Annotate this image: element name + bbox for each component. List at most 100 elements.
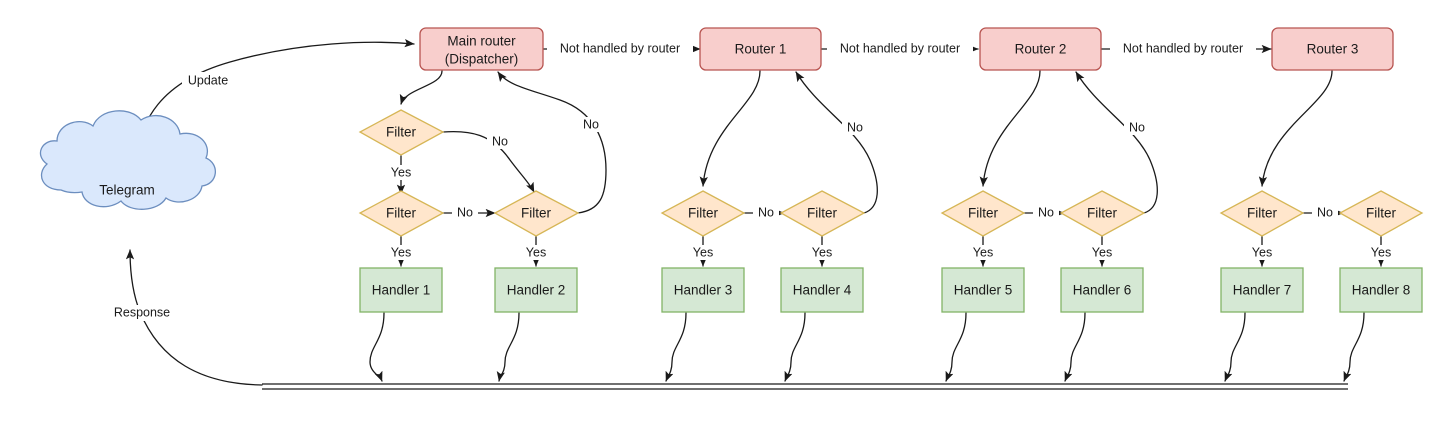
filter-e-diamond — [779, 190, 866, 237]
filter-j-diamond — [1338, 190, 1424, 237]
handler-5-node[interactable]: Handler 5 — [941, 267, 1025, 313]
filter-e-node[interactable]: Filter — [779, 190, 866, 237]
no-3-label: No — [457, 205, 473, 219]
router-1-label: Router 1 — [735, 42, 787, 57]
handler-6-node[interactable]: Handler 6 — [1060, 267, 1144, 313]
handler-2-box — [494, 267, 578, 313]
no-5-label: No — [847, 120, 863, 134]
filter-i-node[interactable]: Filter — [1219, 190, 1305, 237]
yes-4-bg — [687, 245, 719, 260]
filter-g-diamond — [1059, 190, 1146, 237]
edge-router1-to-filter-d — [699, 70, 761, 187]
not-handled-3-bg — [1110, 41, 1256, 57]
handler-1-node[interactable]: Handler 1 — [359, 267, 443, 313]
edge-handler4-to-collector — [784, 312, 806, 382]
no-4-label: No — [758, 205, 774, 219]
yes-1-bg — [385, 165, 417, 180]
filter-j-node[interactable]: Filter — [1338, 190, 1424, 237]
edge-response — [125, 249, 263, 386]
filter-b-node[interactable]: Filter — [358, 190, 445, 237]
handler-3-box — [661, 267, 745, 313]
handler-6-label: Handler 6 — [1073, 283, 1132, 298]
yes-9-label: Yes — [1371, 245, 1391, 259]
edge-handler3-to-collector — [665, 312, 687, 382]
handler-3-label: Handler 3 — [674, 283, 733, 298]
filter-f-node[interactable]: Filter — [940, 190, 1026, 237]
yes-8-bg — [1246, 245, 1278, 260]
cloud-shape — [39, 110, 216, 210]
yes-7-label: Yes — [1092, 245, 1112, 259]
no-3-bg — [452, 205, 478, 220]
router-3-node[interactable]: Router 3 — [1271, 27, 1394, 71]
edge-main-to-filter-a — [399, 70, 443, 105]
filter-d-label: Filter — [688, 206, 719, 221]
telegram-cloud-node[interactable]: Telegram — [39, 110, 216, 210]
filter-a-node[interactable]: Filter — [358, 109, 445, 156]
edge-filter-c-no-to-main — [497, 71, 607, 214]
filter-b-diamond — [358, 190, 445, 237]
handler-8-label: Handler 8 — [1352, 283, 1411, 298]
handler-6-box — [1060, 267, 1144, 313]
no-8-label: No — [1317, 205, 1333, 219]
edge-router2-to-filter-f — [979, 70, 1041, 187]
edge-handler5-to-collector — [945, 312, 967, 382]
router-2-node[interactable]: Router 2 — [979, 27, 1102, 71]
yes-5-bg — [806, 245, 838, 260]
filter-j-label: Filter — [1366, 206, 1397, 221]
main-router-label-line2: (Dispatcher) — [445, 52, 519, 67]
edge-handler2-to-collector — [496, 312, 520, 382]
filter-f-label: Filter — [968, 206, 999, 221]
router-1-box — [699, 27, 822, 71]
handler-7-label: Handler 7 — [1233, 283, 1292, 298]
handler-3-node[interactable]: Handler 3 — [661, 267, 745, 313]
response-label: Response — [114, 305, 170, 319]
filter-d-node[interactable]: Filter — [660, 190, 746, 237]
edge-handler6-to-collector — [1064, 312, 1086, 382]
not-handled-1-label: Not handled by router — [560, 41, 680, 55]
yes-1-label: Yes — [391, 165, 411, 179]
edge-response-line — [125, 249, 263, 386]
main-router-label-line1: Main router — [447, 34, 516, 49]
update-label: Update — [188, 73, 228, 87]
yes-2-bg — [385, 245, 417, 260]
router-1-node[interactable]: Router 1 — [699, 27, 822, 71]
handler-7-node[interactable]: Handler 7 — [1220, 267, 1304, 313]
filter-d-diamond — [660, 190, 746, 237]
filter-g-label: Filter — [1087, 206, 1118, 221]
filter-c-node[interactable]: Filter — [493, 190, 580, 237]
not-handled-1-bg — [547, 41, 693, 57]
not-handled-2-label: Not handled by router — [840, 41, 960, 55]
no-2-label: No — [583, 117, 599, 131]
main-router-box — [419, 27, 544, 71]
not-handled-2-bg — [827, 41, 973, 57]
handler-2-node[interactable]: Handler 2 — [494, 267, 578, 313]
yes-8-label: Yes — [1252, 245, 1272, 259]
handler-7-box — [1220, 267, 1304, 313]
handler-4-label: Handler 4 — [793, 283, 852, 298]
edge-handler7-to-collector — [1224, 312, 1246, 382]
handler-4-node[interactable]: Handler 4 — [780, 267, 864, 313]
main-router-node[interactable]: Main router (Dispatcher) — [419, 27, 544, 71]
filter-a-diamond — [358, 109, 445, 156]
filter-g-node[interactable]: Filter — [1059, 190, 1146, 237]
edge-filter-g-no-to-router2 — [1075, 71, 1158, 214]
no-6-label: No — [1038, 205, 1054, 219]
filter-e-label: Filter — [807, 206, 838, 221]
update-label-bg — [182, 72, 234, 88]
yes-6-label: Yes — [973, 245, 993, 259]
filter-i-label: Filter — [1247, 206, 1278, 221]
handler-1-label: Handler 1 — [372, 283, 431, 298]
edge-filter-a-no-to-filter-c — [442, 130, 535, 193]
filter-i-diamond — [1219, 190, 1305, 237]
no-1-label: No — [492, 134, 508, 148]
filter-b-label: Filter — [386, 206, 417, 221]
yes-9-bg — [1365, 245, 1397, 260]
handler-2-label: Handler 2 — [507, 283, 566, 298]
response-collector-bus — [262, 383, 1348, 390]
edge-handler8-to-collector — [1343, 312, 1365, 382]
no-1-bg — [487, 134, 513, 149]
handler-8-node[interactable]: Handler 8 — [1339, 267, 1423, 313]
router-2-label: Router 2 — [1015, 42, 1067, 57]
